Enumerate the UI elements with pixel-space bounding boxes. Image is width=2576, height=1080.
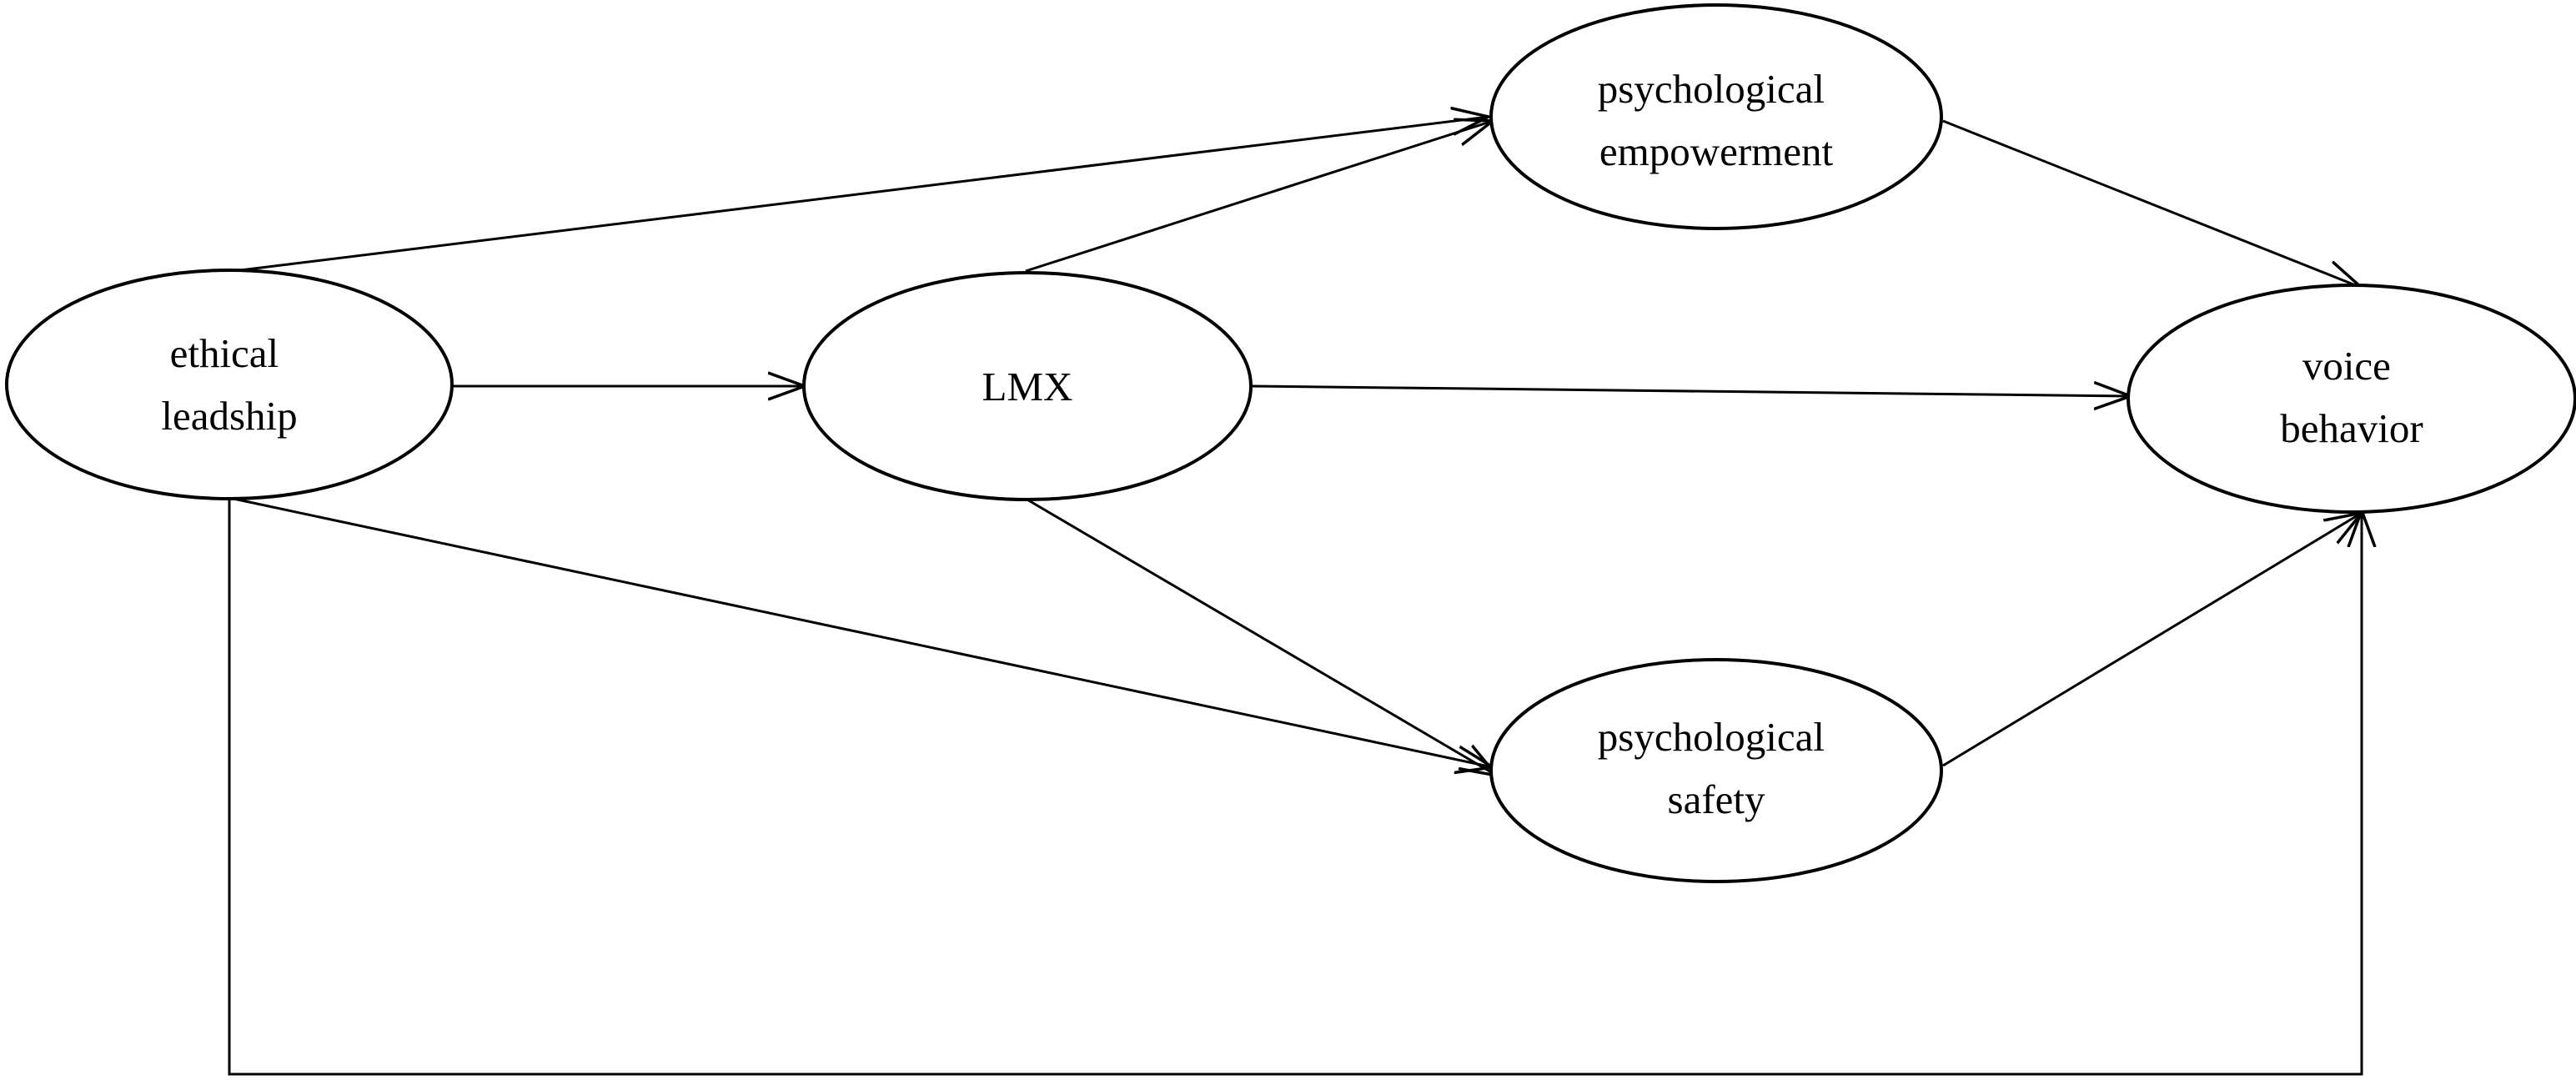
- node-label-line: ethical: [170, 330, 279, 376]
- node-psychological-empowerment: psychological empowerment: [1489, 3, 1943, 230]
- node-label-line: behavior: [2280, 405, 2423, 451]
- svg-text:LMX: LMX: [982, 364, 1073, 409]
- node-label-line: leadship: [161, 393, 297, 439]
- edges-layer: [228, 117, 2362, 1076]
- node-label-line: safety: [1668, 776, 1765, 822]
- svg-text:voice behavior: voice behavior: [2280, 343, 2423, 451]
- svg-text:ethical leadship: ethical leadship: [161, 330, 297, 439]
- node-label-line: psychological: [1598, 714, 1825, 760]
- svg-text:psychological safety: psychological safety: [1598, 714, 1835, 822]
- edge-lmx-to-psychological-safety: [1025, 497, 1497, 776]
- node-lmx: LMX: [802, 271, 1253, 501]
- edge-ethical-leadship-to-voice-behavior: [228, 499, 2362, 1076]
- edge-ethical-leadship-to-psychological-empowerment: [233, 117, 1489, 273]
- node-voice-behavior: voice behavior: [2127, 284, 2576, 514]
- edge-psychological-safety-to-voice-behavior: [1942, 513, 2362, 767]
- node-label-line: psychological: [1598, 66, 1825, 112]
- edge-ethical-leadship-to-psychological-safety: [233, 497, 1493, 767]
- edge-lmx-to-psychological-empowerment: [1025, 121, 1493, 273]
- node-psychological-safety: psychological safety: [1489, 658, 1943, 883]
- node-label-line: voice: [2302, 343, 2391, 389]
- edge-psychological-empowerment-to-voice-behavior: [1942, 119, 2362, 288]
- node-label-line: LMX: [982, 364, 1073, 409]
- node-label-line: empowerment: [1599, 128, 1834, 174]
- node-ethical-leadship: ethical leadship: [5, 269, 454, 500]
- svg-text:psychological empowermen: psychological empowerment: [1598, 66, 1835, 174]
- edge-lmx-to-voice-behavior: [1250, 386, 2131, 396]
